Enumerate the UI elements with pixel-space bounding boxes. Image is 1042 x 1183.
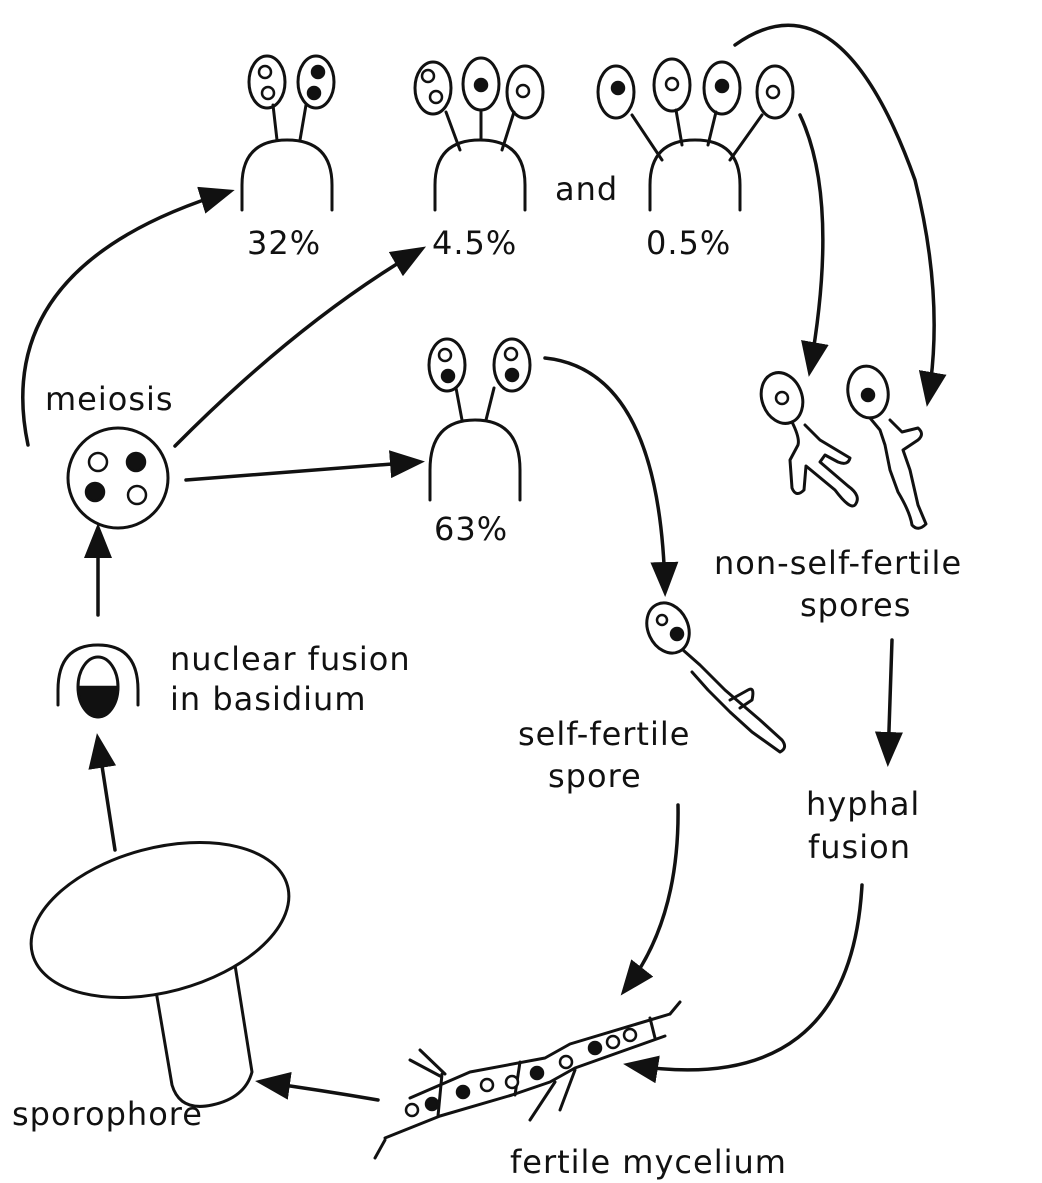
label-nuclear-fusion: nuclear fusion: [170, 640, 411, 678]
label-spore: spore: [548, 757, 642, 795]
label-in-basidium: in basidium: [170, 680, 366, 718]
fertile-mycelium: [375, 1002, 680, 1158]
arrow-sporophore-to-fusion: [98, 740, 115, 850]
arrow-non-self-to-hyphal: [888, 640, 892, 760]
label-sporophore: sporophore: [12, 1095, 203, 1133]
sporophore-mushroom: [14, 816, 306, 1106]
label-self-fertile: self-fertile: [518, 715, 690, 753]
basidium-four-spores-0-5: [598, 59, 793, 210]
label-0-5: 0.5%: [646, 224, 731, 262]
arrow-63-to-self-fertile: [545, 358, 665, 590]
labels: 32% 4.5% and 0.5% meiosis 63% non-self-f…: [12, 170, 962, 1181]
label-fertile-mycelium: fertile mycelium: [510, 1143, 787, 1181]
arrow-mycelium-to-sporophore: [262, 1082, 378, 1100]
label-63: 63%: [434, 510, 508, 548]
arrow-meiosis-to-4-5: [175, 250, 420, 446]
basidium-three-spores-4-5: [415, 58, 543, 210]
arrow-four-spores-to-germinating-solid: [735, 25, 934, 400]
label-spores: spores: [800, 586, 911, 624]
label-4-5: 4.5%: [432, 224, 517, 262]
basidium-two-spores-63: [429, 339, 530, 500]
basidium-two-spores-32: [242, 56, 334, 210]
label-meiosis: meiosis: [45, 380, 174, 418]
arrow-self-fertile-to-mycelium: [625, 805, 678, 990]
label-32: 32%: [247, 224, 321, 262]
meiosis-cell: [68, 428, 168, 528]
germinating-spore-open-nucleus: [754, 367, 857, 506]
fused-nucleus-basidium: [58, 645, 138, 717]
label-and: and: [555, 170, 618, 208]
label-non-self-fertile: non-self-fertile: [714, 544, 962, 582]
arrow-four-spores-to-germinating-open: [800, 115, 823, 370]
arrow-meiosis-to-63: [186, 462, 418, 480]
label-hyphal: hyphal: [806, 785, 920, 823]
label-fusion: fusion: [808, 828, 911, 866]
